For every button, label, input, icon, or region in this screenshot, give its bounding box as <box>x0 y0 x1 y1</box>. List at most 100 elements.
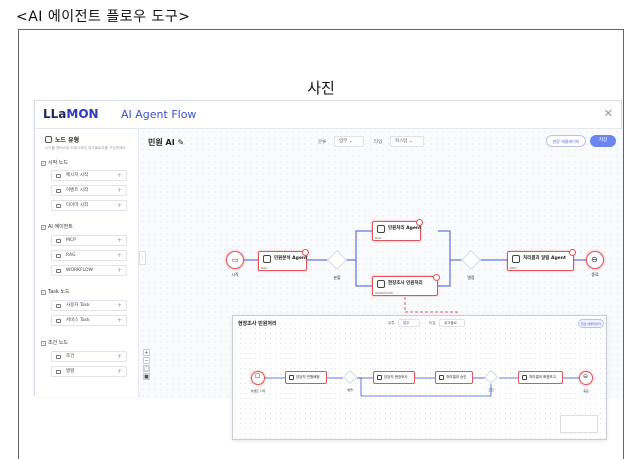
cube-icon <box>45 136 52 143</box>
lock-button[interactable]: ■ <box>143 373 150 380</box>
palette-item[interactable]: 서비스 Task+ <box>51 315 127 326</box>
type-value: 커스텀 <box>395 139 408 144</box>
palette-item[interactable]: MCP+ <box>51 235 127 246</box>
app-header: LLaMON AI Agent Flow ✕ <box>35 101 621 129</box>
photo-caption: 사진 <box>307 79 335 97</box>
figure-frame: 사진 <box>18 29 624 459</box>
parallel-icon <box>56 370 61 374</box>
plus-icon[interactable]: + <box>116 317 122 324</box>
subflow-end-node[interactable]: ⊖ <box>579 371 593 385</box>
palette-item-label: WORKFLOW <box>66 268 93 273</box>
node-label: 민원처리 Agent <box>388 226 422 231</box>
subflow-start-node[interactable]: ☐ <box>251 371 265 385</box>
start-node-label: 시작 <box>231 272 239 277</box>
subflow-edges <box>265 377 579 397</box>
sidebar-collapse-button[interactable]: ‹ <box>139 251 146 265</box>
zoom-in-button[interactable]: + <box>143 349 150 356</box>
task-node-field-survey[interactable]: 현장조사 민원처리 WORKFLOW <box>372 274 440 296</box>
node-label: 담당자 현장조사 <box>384 375 408 379</box>
gear-icon <box>56 239 61 243</box>
edge-split-task1 <box>346 259 372 287</box>
palette-title-text: 노드 유형 <box>55 137 80 144</box>
plus-icon[interactable]: + <box>116 172 122 179</box>
save-button[interactable]: 저장 <box>590 135 616 147</box>
agent-node-processing[interactable]: 민원처리 Agent RAG <box>372 219 423 241</box>
plus-icon[interactable]: + <box>116 202 122 209</box>
gear-icon <box>512 255 520 263</box>
group-label: AI 에이전트 <box>48 224 73 230</box>
collapse-toggle-icon[interactable]: - <box>41 225 46 230</box>
gear-icon[interactable] <box>569 249 576 256</box>
node-label: 현장조사 민원처리 <box>388 281 423 286</box>
palette-item[interactable]: RAG+ <box>51 250 127 261</box>
palette-item[interactable]: 메시지 시작+ <box>51 170 127 181</box>
close-icon[interactable]: ✕ <box>603 107 613 120</box>
group-start-nodes[interactable]: -시작 노드 <box>41 159 68 166</box>
subflow-emulator-button[interactable]: 현장 에뮬레이터 <box>578 319 604 328</box>
end-node[interactable]: ⊖ <box>586 251 604 269</box>
collapse-toggle-icon[interactable]: - <box>41 341 46 346</box>
subflow-category-label: 분류 <box>388 321 395 325</box>
plus-icon[interactable]: + <box>116 267 122 274</box>
plus-icon[interactable]: + <box>116 302 122 309</box>
edge-sub-split-cond <box>357 377 492 397</box>
agent-node-analysis[interactable]: 민원분석 Agent RAG <box>258 249 309 271</box>
start-node[interactable]: ▭ <box>226 251 244 269</box>
node-label: 처리결과 확정보고 <box>529 375 556 379</box>
palette-item[interactable]: 이벤트 시작+ <box>51 185 127 196</box>
clock-icon <box>56 204 61 208</box>
type-select[interactable]: 커스텀 ⌄ <box>390 136 424 147</box>
plus-icon[interactable]: + <box>116 353 122 360</box>
plus-icon[interactable]: + <box>116 252 122 259</box>
subflow-task-report[interactable]: 처리결과 확정보고 <box>518 371 563 384</box>
gear-icon[interactable] <box>302 249 309 256</box>
group-ai-agent[interactable]: -AI 에이전트 <box>41 223 73 230</box>
workflow-icon <box>377 280 385 288</box>
agent-node-notify[interactable]: 처리결과 알림 Agent MCP <box>507 249 576 271</box>
database-icon <box>263 255 271 263</box>
message-icon: ▭ <box>232 256 239 264</box>
fit-view-button[interactable]: □ <box>143 365 150 372</box>
subflow-task-assign[interactable]: 담당자 민원배정 <box>285 371 327 384</box>
category-label: 분류 <box>318 140 327 145</box>
user-icon <box>289 375 294 380</box>
gear-icon[interactable] <box>433 274 440 281</box>
subflow-task-approve[interactable]: 처리결과 승인 <box>435 371 473 384</box>
subflow-type-label: 타입 <box>429 321 436 325</box>
group-condition-nodes[interactable]: -조건 노드 <box>41 339 68 346</box>
subflow-task-survey[interactable]: 담당자 현장조사 <box>373 371 415 384</box>
plus-icon[interactable]: + <box>116 237 122 244</box>
gear-icon[interactable] <box>416 219 423 226</box>
palette-item[interactable]: 병렬+ <box>51 366 127 377</box>
node-label: 민원분석 Agent <box>274 256 308 261</box>
plus-icon[interactable]: + <box>116 368 122 375</box>
node-type: WORKFLOW <box>375 291 393 295</box>
palette-item[interactable]: 타이머 시작+ <box>51 200 127 211</box>
app-name: AI Agent Flow <box>121 108 197 121</box>
category-value: 업무 <box>339 139 348 144</box>
collapse-toggle-icon[interactable]: - <box>41 290 46 295</box>
palette-item[interactable]: WORKFLOW + <box>51 265 127 276</box>
palette-item[interactable]: 사용자 Task+ <box>51 300 127 311</box>
service-icon <box>56 319 61 323</box>
plus-icon[interactable]: + <box>116 187 122 194</box>
group-task-nodes[interactable]: -Task 노드 <box>41 288 70 295</box>
palette-item[interactable]: 조건+ <box>51 351 127 362</box>
node-label: 처리결과 승인 <box>446 375 467 379</box>
message-icon <box>56 174 61 178</box>
brand-logo: LLaMON <box>43 107 99 121</box>
flow-edges <box>244 230 586 316</box>
edit-icon[interactable]: ✎ <box>177 138 185 147</box>
category-select[interactable]: 업무 ⌄ <box>334 136 364 147</box>
exit-icon: ⊖ <box>583 373 589 380</box>
emulator-button[interactable]: 현장 에뮬레이터 <box>546 135 586 147</box>
subflow-minimap[interactable] <box>560 415 598 433</box>
collapse-toggle-icon[interactable]: - <box>41 161 46 166</box>
chevron-down-icon: ⌄ <box>348 139 353 144</box>
subflow-category-select[interactable]: 업무 <box>398 319 420 327</box>
user-icon <box>377 375 382 380</box>
star-icon <box>56 189 61 193</box>
node-label: 담당자 민원배정 <box>296 375 320 379</box>
subflow-type-select[interactable]: 워크플로 <box>439 319 465 327</box>
zoom-out-button[interactable]: − <box>143 357 150 364</box>
